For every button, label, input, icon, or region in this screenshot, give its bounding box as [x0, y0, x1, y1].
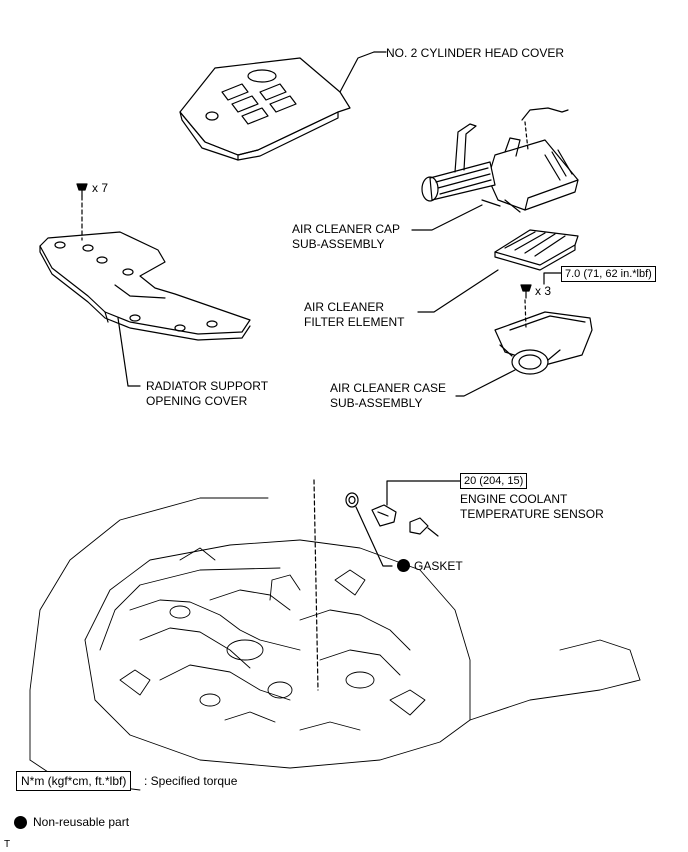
label-clip-quantity: x 7	[92, 181, 109, 195]
label-air-cleaner-cap: AIR CLEANER CAP SUB-ASSEMBLY	[292, 222, 400, 252]
label-air-cleaner-case-line2: SUB-ASSEMBLY	[330, 396, 423, 410]
air-cleaner-case-drawing	[494, 299, 593, 375]
legend-nonreusable-description: Non-reusable part	[33, 815, 130, 829]
label-air-cleaner-filter-line1: AIR CLEANER	[304, 300, 385, 314]
label-radiator-support-cover-line1: RADIATOR SUPPORT	[146, 379, 269, 393]
leader-sensor-torque	[386, 480, 461, 506]
gasket-drawing	[345, 492, 359, 508]
bolt-icon	[520, 284, 532, 299]
install-dashed-line	[313, 479, 319, 691]
legend-torque-unit-box: N*m (kgf*cm, ft.*lbf)	[16, 771, 132, 791]
legend-torque-description: : Specified torque	[144, 774, 238, 788]
label-air-cleaner-filter: AIR CLEANER FILTER ELEMENT	[304, 300, 404, 330]
leader-radiator	[117, 317, 141, 387]
label-air-cleaner-cap-line1: AIR CLEANER CAP	[292, 222, 401, 236]
cylinder-head-cover-drawing	[179, 51, 375, 161]
leader-case-torque	[543, 272, 562, 285]
label-air-cleaner-case: AIR CLEANER CASE SUB-ASSEMBLY	[330, 381, 446, 411]
torque-box-sensor: 20 (204, 15)	[460, 473, 528, 489]
leader-filter	[417, 269, 499, 313]
label-air-cleaner-case-line1: AIR CLEANER CASE	[330, 381, 447, 395]
footer-code: T	[4, 839, 11, 850]
leader-case	[455, 369, 516, 397]
clip-icon	[76, 183, 88, 197]
label-radiator-support-cover-line2: OPENING COVER	[146, 394, 248, 408]
nonreusable-marker-gasket	[397, 559, 410, 572]
label-coolant-sensor-line1: ENGINE COOLANT	[460, 492, 568, 506]
engine-bay-drawing	[29, 497, 641, 791]
leader-gasket	[355, 506, 393, 567]
label-bolt-quantity: x 3	[535, 284, 552, 298]
leader-cap	[411, 204, 483, 231]
label-coolant-sensor-line2: TEMPERATURE SENSOR	[460, 507, 604, 521]
label-coolant-sensor: ENGINE COOLANT TEMPERATURE SENSOR	[460, 492, 604, 522]
radiator-support-cover-drawing	[39, 195, 251, 341]
air-cleaner-filter-drawing	[494, 229, 579, 271]
torque-box-case-bolts: 7.0 (71, 62 in.*lbf)	[561, 266, 656, 282]
coolant-sensor-drawing	[371, 504, 439, 537]
air-cleaner-cap-drawing	[421, 107, 579, 213]
label-air-cleaner-cap-line2: SUB-ASSEMBLY	[292, 237, 385, 251]
label-cylinder-head-cover: NO. 2 CYLINDER HEAD COVER	[386, 46, 565, 60]
label-air-cleaner-filter-line2: FILTER ELEMENT	[304, 315, 405, 329]
label-gasket: GASKET	[414, 559, 463, 573]
legend-nonreusable-marker	[14, 816, 27, 829]
label-radiator-support-cover: RADIATOR SUPPORT OPENING COVER	[146, 379, 268, 409]
